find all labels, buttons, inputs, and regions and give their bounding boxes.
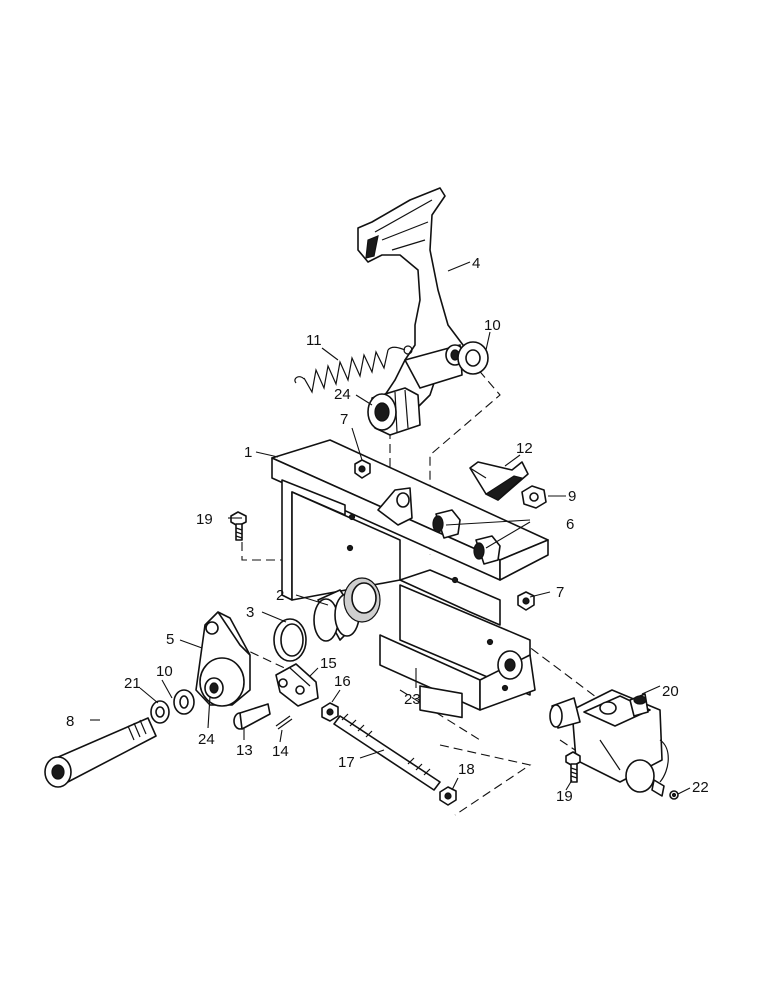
callout-2: 2	[276, 587, 284, 604]
callout-13: 13	[236, 742, 253, 759]
bracket-pivot-tab	[377, 487, 413, 526]
callout-14: 14	[272, 743, 289, 760]
return-spring	[294, 345, 413, 394]
callout-labels: 1 2 3 4 5 6 7 7 8 9 10 10 11 12 13 14 15…	[66, 255, 709, 805]
bolt-lower	[565, 751, 581, 783]
bleed-nipple	[669, 790, 679, 800]
callout-10-upper: 10	[484, 317, 501, 334]
washer-upper	[457, 341, 489, 375]
callout-11: 11	[306, 332, 322, 349]
callout-12: 12	[516, 440, 533, 457]
cotter-pin	[275, 715, 293, 730]
clevis-yoke	[275, 663, 319, 707]
callout-20: 20	[662, 683, 679, 700]
leader-lines	[90, 261, 691, 795]
callout-17: 17	[338, 754, 355, 771]
callout-4: 4	[472, 255, 480, 272]
callout-9: 9	[568, 488, 576, 505]
callout-7-lower: 7	[556, 584, 564, 601]
washer-lower	[173, 689, 195, 715]
seal-ring	[273, 618, 307, 662]
callout-15: 15	[320, 655, 337, 672]
callout-24-upper: 24	[334, 386, 351, 403]
clevis-pin	[233, 703, 271, 730]
pedal-pivot-bushing	[367, 387, 421, 436]
callout-24-lower: 24	[198, 731, 215, 748]
pedal-stop	[469, 461, 529, 501]
callout-18: 18	[458, 761, 475, 778]
brake-pedal	[357, 187, 471, 416]
callout-16: 16	[334, 673, 351, 690]
callout-8: 8	[66, 713, 74, 730]
callout-21: 21	[124, 675, 141, 692]
callout-1: 1	[244, 444, 252, 461]
rubber-stop-a	[432, 509, 461, 539]
callout-23: 23	[404, 691, 421, 708]
lock-nut	[321, 702, 339, 722]
callout-10-lower: 10	[156, 663, 173, 680]
callout-19-upper: 19	[196, 511, 213, 528]
callout-3: 3	[246, 604, 254, 621]
clevis-lever	[195, 611, 251, 707]
mounting-bracket	[271, 439, 549, 719]
bolt-upper	[230, 511, 247, 541]
push-rod-nut	[439, 786, 457, 806]
bushing-large	[313, 577, 381, 642]
nut-lower	[517, 591, 535, 611]
master-cylinder	[549, 689, 669, 797]
callout-5: 5	[166, 631, 174, 648]
washer-21	[150, 700, 170, 724]
callout-19-lower: 19	[556, 788, 573, 805]
nut-9	[521, 485, 547, 509]
callout-6: 6	[566, 516, 574, 533]
pivot-pin	[44, 717, 157, 788]
callout-7-upper: 7	[340, 411, 348, 428]
nut-upper	[354, 459, 371, 479]
callout-22: 22	[692, 779, 709, 796]
push-rod	[333, 713, 441, 791]
